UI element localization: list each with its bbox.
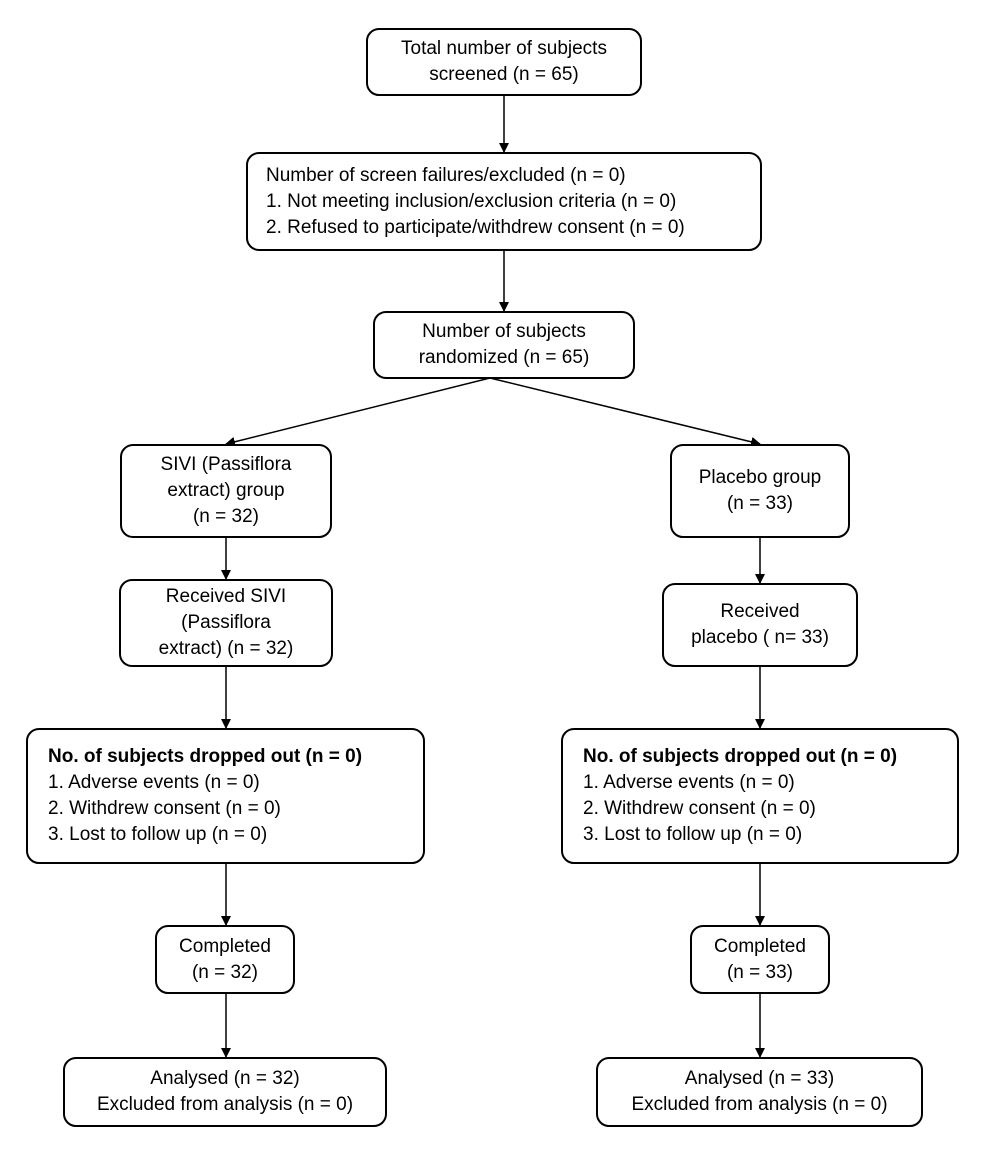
failures-item-1: 1. Not meeting inclusion/exclusion crite… <box>266 190 677 212</box>
received-sivi-line-3: extract) (n = 32) <box>158 638 294 659</box>
placebo-group-box: Placebo group (n = 33) <box>670 444 850 538</box>
sivi-group-box: SIVI (Passiflora extract) group (n = 32) <box>120 444 332 538</box>
dropout-left-item-3: 3. Lost to follow up (n = 0) <box>48 824 268 845</box>
failures-heading: Number of screen failures/excluded (n = … <box>266 164 626 186</box>
received-sivi-line-1: Received SIVI <box>165 586 287 607</box>
placebo-group-line-2: (n = 33) <box>726 493 793 514</box>
dropout-left-box: No. of subjects dropped out (n = 0) 1. A… <box>26 728 425 864</box>
randomized-box: Number of subjects randomized (n = 65) <box>373 311 635 379</box>
placebo-group-line-1: Placebo group <box>698 467 822 488</box>
completed-right-box: Completed (n = 33) <box>690 925 830 994</box>
dropout-right-item-3: 3. Lost to follow up (n = 0) <box>583 824 803 845</box>
completed-right-line-1: Completed <box>714 935 806 957</box>
received-placebo-box: Received placebo ( n= 33) <box>662 583 858 667</box>
screened-line-2: screened (n = 65) <box>429 64 579 85</box>
dropout-right-box: No. of subjects dropped out (n = 0) 1. A… <box>561 728 959 864</box>
received-placebo-line-1: Received <box>720 601 800 622</box>
sivi-group-line-3: (n = 32) <box>192 506 259 527</box>
analysed-left-line-1: Analysed (n = 32) <box>150 1068 300 1089</box>
received-placebo-line-2: placebo ( n= 33) <box>691 627 829 648</box>
completed-right-line-2: (n = 33) <box>726 961 793 983</box>
sivi-group-line-2: extract) group <box>167 480 285 501</box>
dropout-right-item-1: 1. Adverse events (n = 0) <box>583 772 795 793</box>
randomized-line-1: Number of subjects <box>422 321 586 342</box>
sivi-group-line-1: SIVI (Passiflora <box>160 454 292 475</box>
screened-box: Total number of subjects screened (n = 6… <box>366 28 642 96</box>
analysed-right-line-2: Excluded from analysis (n = 0) <box>631 1094 888 1115</box>
screened-line-1: Total number of subjects <box>401 38 607 59</box>
completed-left-box: Completed (n = 32) <box>155 925 295 994</box>
completed-left-line-2: (n = 32) <box>191 961 258 983</box>
dropout-left-item-1: 1. Adverse events (n = 0) <box>48 772 260 793</box>
screen-failures-box: Number of screen failures/excluded (n = … <box>246 152 762 251</box>
completed-left-line-1: Completed <box>179 935 271 957</box>
dropout-right-title: No. of subjects dropped out (n = 0) <box>583 746 898 767</box>
received-sivi-line-2: (Passiflora <box>181 612 271 633</box>
dropout-left-item-2: 2. Withdrew consent (n = 0) <box>48 798 281 819</box>
analysed-left-box: Analysed (n = 32) Excluded from analysis… <box>63 1057 387 1127</box>
arrow-randomized-to-sivi <box>225 377 491 447</box>
dropout-left-title: No. of subjects dropped out (n = 0) <box>48 746 363 767</box>
analysed-left-line-2: Excluded from analysis (n = 0) <box>96 1094 354 1115</box>
dropout-right-item-2: 2. Withdrew consent (n = 0) <box>583 798 816 819</box>
randomized-line-2: randomized (n = 65) <box>418 347 590 368</box>
failures-item-2: 2. Refused to participate/withdrew conse… <box>266 216 685 238</box>
analysed-right-box: Analysed (n = 33) Excluded from analysis… <box>596 1057 923 1127</box>
analysed-right-line-1: Analysed (n = 33) <box>684 1068 835 1089</box>
arrow-randomized-to-placebo <box>489 377 761 447</box>
received-sivi-box: Received SIVI (Passiflora extract) (n = … <box>119 579 333 667</box>
